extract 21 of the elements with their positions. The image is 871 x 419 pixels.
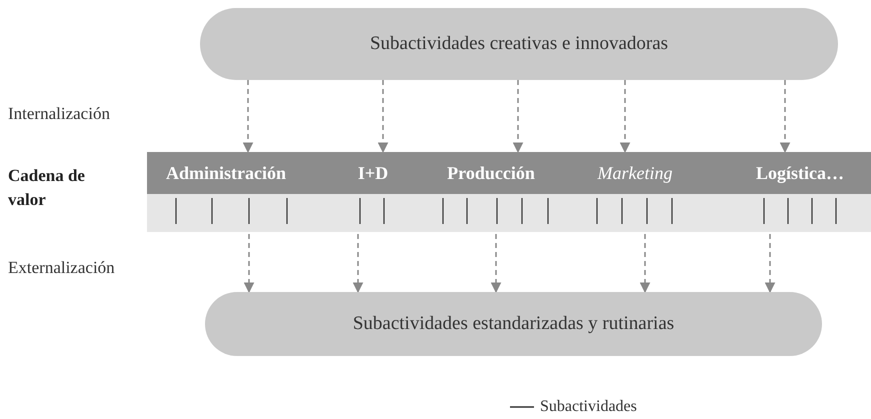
activity-label: Administración xyxy=(166,162,286,184)
dashed-arrow xyxy=(780,80,790,154)
activity-label: Logística… xyxy=(756,162,844,184)
dashed-arrow xyxy=(242,80,254,154)
side-label: Internalización xyxy=(8,104,110,124)
dashed-arrow xyxy=(378,80,388,154)
dashed-arrow xyxy=(244,234,254,294)
activity-label: Producción xyxy=(447,162,535,184)
box-label: Subactividades estandarizadas y rutinarias xyxy=(352,313,674,335)
legend-label: Subactividades xyxy=(540,398,637,416)
row-heading: Cadena de valor xyxy=(8,165,86,211)
dashed-arrow xyxy=(352,234,364,294)
side-label: Externalización xyxy=(8,258,115,278)
box-label: Subactividades creativas e innovadoras xyxy=(370,33,668,55)
dashed-arrow xyxy=(490,234,502,294)
activity-label: Marketing xyxy=(598,162,672,184)
activity-label: I+D xyxy=(358,162,388,184)
dashed-arrow xyxy=(620,80,630,154)
dashed-arrow xyxy=(512,80,524,154)
dashed-arrow xyxy=(640,234,650,294)
dashed-arrow xyxy=(764,234,776,294)
